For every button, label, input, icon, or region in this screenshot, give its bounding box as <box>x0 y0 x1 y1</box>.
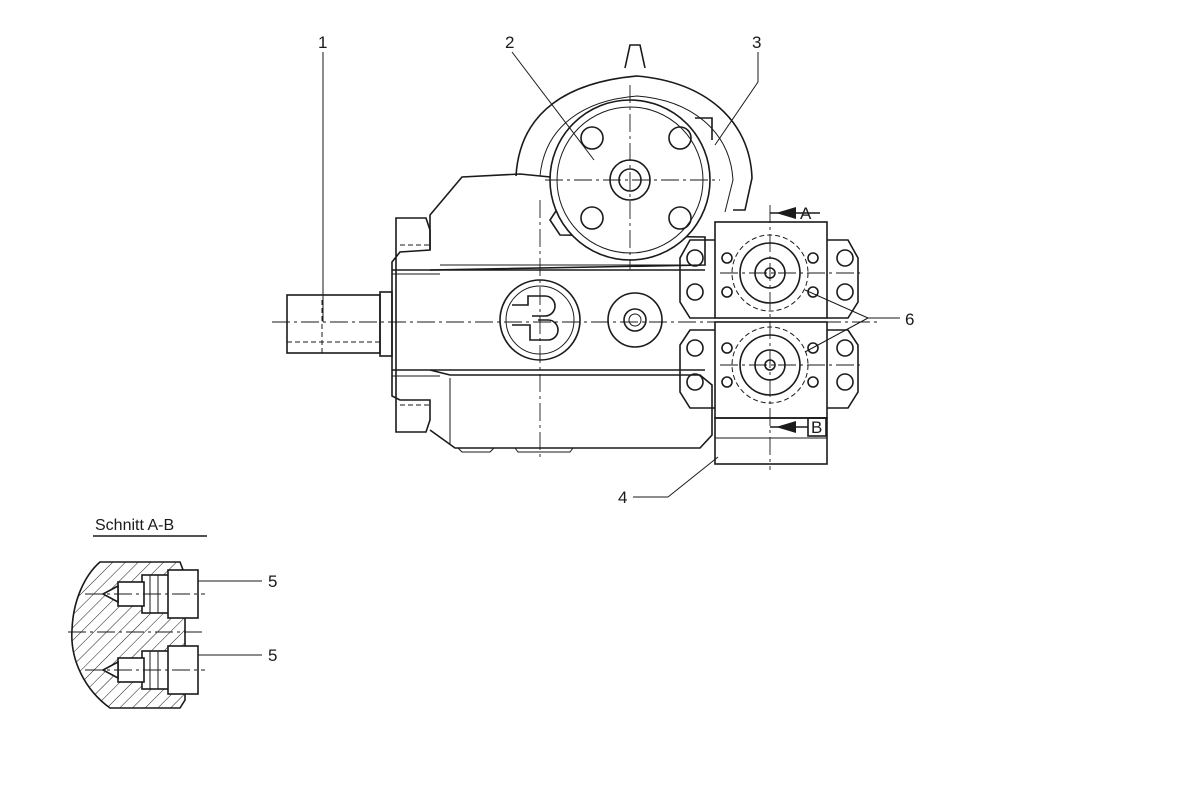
drain-plug <box>607 292 663 348</box>
section-mark-b-label: B <box>811 418 822 437</box>
valve-block-upper <box>679 221 859 319</box>
leader-lines <box>322 51 900 498</box>
valve-block-lower <box>679 321 859 419</box>
drive-shaft <box>286 291 393 357</box>
callout-3: 3 <box>752 33 761 52</box>
section-view-a-b: Schnitt A-B 5 5 <box>68 517 277 709</box>
adjustment-cap <box>515 44 753 261</box>
section-plug-lower <box>101 645 199 695</box>
callout-4: 4 <box>618 488 627 507</box>
section-marker-b: B <box>770 417 827 437</box>
valve-base-plate <box>714 417 828 465</box>
lower-housing <box>429 369 713 453</box>
callout-5-upper: 5 <box>268 572 277 591</box>
pump-front-view: A B 1 2 3 4 6 <box>272 33 914 507</box>
callout-6: 6 <box>905 310 914 329</box>
callout-2: 2 <box>505 33 514 52</box>
mounting-flange <box>391 217 440 433</box>
section-mark-a-label: A <box>800 204 812 223</box>
callout-5-lower: 5 <box>268 646 277 665</box>
section-title: Schnitt A-B <box>95 517 174 534</box>
centre-lines <box>272 85 880 470</box>
callout-1: 1 <box>318 33 327 52</box>
section-marker-a: A <box>770 204 820 223</box>
